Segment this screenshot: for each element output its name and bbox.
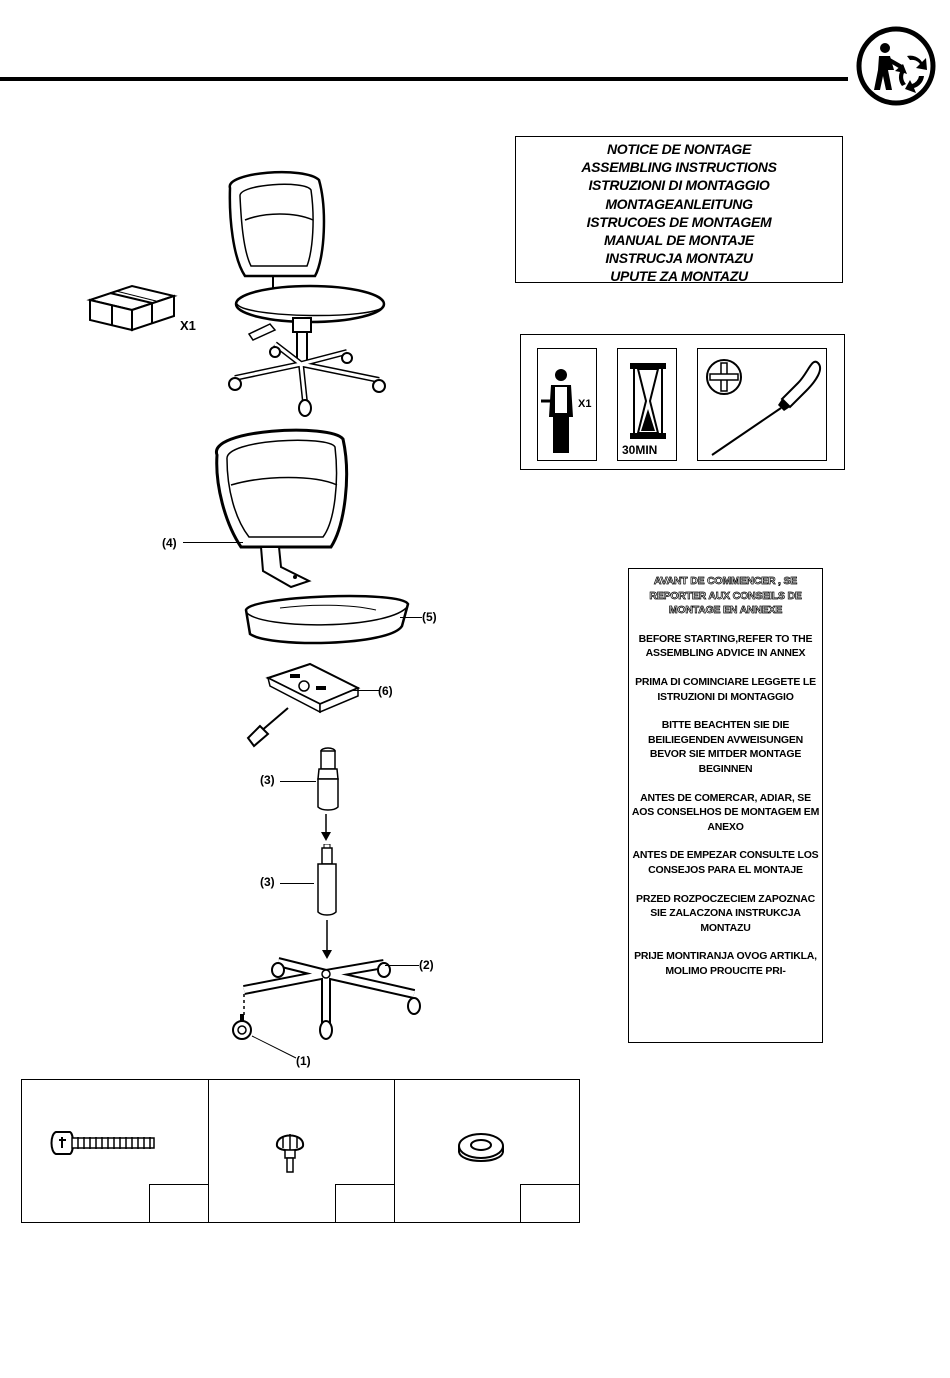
hourglass-icon [630, 363, 666, 439]
callout-line-seat [400, 617, 422, 618]
backrest-illustration [215, 428, 349, 589]
gas-lift-illustration [317, 844, 337, 916]
knob-icon [276, 1134, 304, 1173]
advice-fr: AVANT DE COMMENCER , SE REPORTER AUX CON… [649, 575, 802, 617]
callout-base: (2) [419, 958, 434, 972]
callout-seat: (5) [422, 610, 437, 624]
mechanism-illustration [246, 662, 361, 748]
hardware-qty-knob [335, 1184, 394, 1222]
tools-required-box: X1 30MIN [520, 334, 845, 470]
base-illustration [243, 957, 421, 1040]
people-required-cell: X1 [537, 348, 597, 461]
callout-line-caster [251, 1035, 297, 1059]
package-box-icon [86, 284, 178, 332]
hardware-cell-bolt [22, 1080, 208, 1222]
arrow-down-icon [321, 814, 331, 841]
triman-recycling-icon [856, 26, 936, 106]
time-label: 30MIN [622, 443, 658, 457]
title-line-fr: NOTICE DE NONTAGE [607, 141, 751, 157]
advice-pt: ANTES DE COMERCAR, ADIAR, SE AOS CONSELH… [631, 791, 820, 833]
hardware-qty-bolt [149, 1184, 208, 1222]
title-line-it: ISTRUZIONI DI MONTAGGIO [588, 177, 770, 194]
seat-illustration [244, 594, 410, 645]
screwdriver-cell [697, 348, 827, 461]
advice-es: ANTES DE EMPEZAR CONSULTE LOS CONSEJOS P… [632, 849, 819, 876]
person-icon [541, 369, 573, 453]
time-required-cell: 30MIN [617, 348, 677, 461]
callout-line-base [385, 965, 419, 966]
title-line-en: ASSEMBLING INSTRUCTIONS [581, 159, 777, 176]
bolt-icon [50, 1131, 155, 1155]
hardware-table [21, 1079, 580, 1223]
people-count: X1 [578, 398, 592, 410]
washer-icon [458, 1133, 504, 1162]
callout-line-backrest [183, 542, 243, 543]
caster-illustration [232, 1014, 252, 1040]
hardware-cell-knob [208, 1080, 394, 1222]
header-rule [0, 77, 848, 81]
hardware-qty-washer [520, 1184, 579, 1222]
callout-line-gas-cover [280, 781, 316, 782]
assembled-chair-illustration [228, 170, 386, 417]
hardware-cell-washer [394, 1080, 579, 1222]
title-line-de: MONTAGEANLEITUNG [605, 195, 753, 212]
title-line-pl: INSTRUCJA MONTAZU [605, 250, 753, 267]
callout-caster: (1) [296, 1054, 311, 1068]
callout-gas-lift: (3) [260, 875, 275, 889]
advice-hr: PRIJE MONTIRANJA OVOG ARTIKLA, MOLIMO PR… [634, 950, 817, 977]
package-quantity: X1 [180, 318, 196, 333]
callout-line-mechanism [352, 690, 380, 691]
advice-it: PRIMA DI COMINCIARE LEGGETE LE ISTRUZION… [635, 675, 816, 703]
gas-cover-illustration [317, 747, 339, 811]
advice-en: BEFORE STARTING,REFER TO THE ASSEMBLING … [638, 632, 813, 660]
instructions-title-box: NOTICE DE NONTAGE ASSEMBLING INSTRUCTION… [515, 136, 843, 285]
callout-backrest: (4) [162, 536, 177, 550]
title-line-hr: UPUTE ZA MONTAZU [610, 268, 748, 285]
callout-gas-cover: (3) [260, 773, 275, 787]
callout-line-gas-lift [280, 883, 314, 884]
phillips-screwdriver-icon [706, 359, 822, 456]
callout-mechanism: (6) [378, 684, 393, 698]
title-line-es: MANUAL DE MONTAJE [604, 232, 754, 249]
assembly-advice-box: AVANT DE COMMENCER , SE REPORTER AUX CON… [628, 568, 823, 1043]
arrow-down-icon [322, 920, 332, 959]
advice-pl: PRZED ROZPOCZECIEM ZAPOZNAC SIE ZALACZON… [636, 892, 815, 934]
advice-de: BITTE BEACHTEN SIE DIE BEILIEGENDEN AVWE… [647, 719, 804, 775]
title-line-pt: ISTRUCOES DE MONTAGEM [586, 213, 772, 230]
